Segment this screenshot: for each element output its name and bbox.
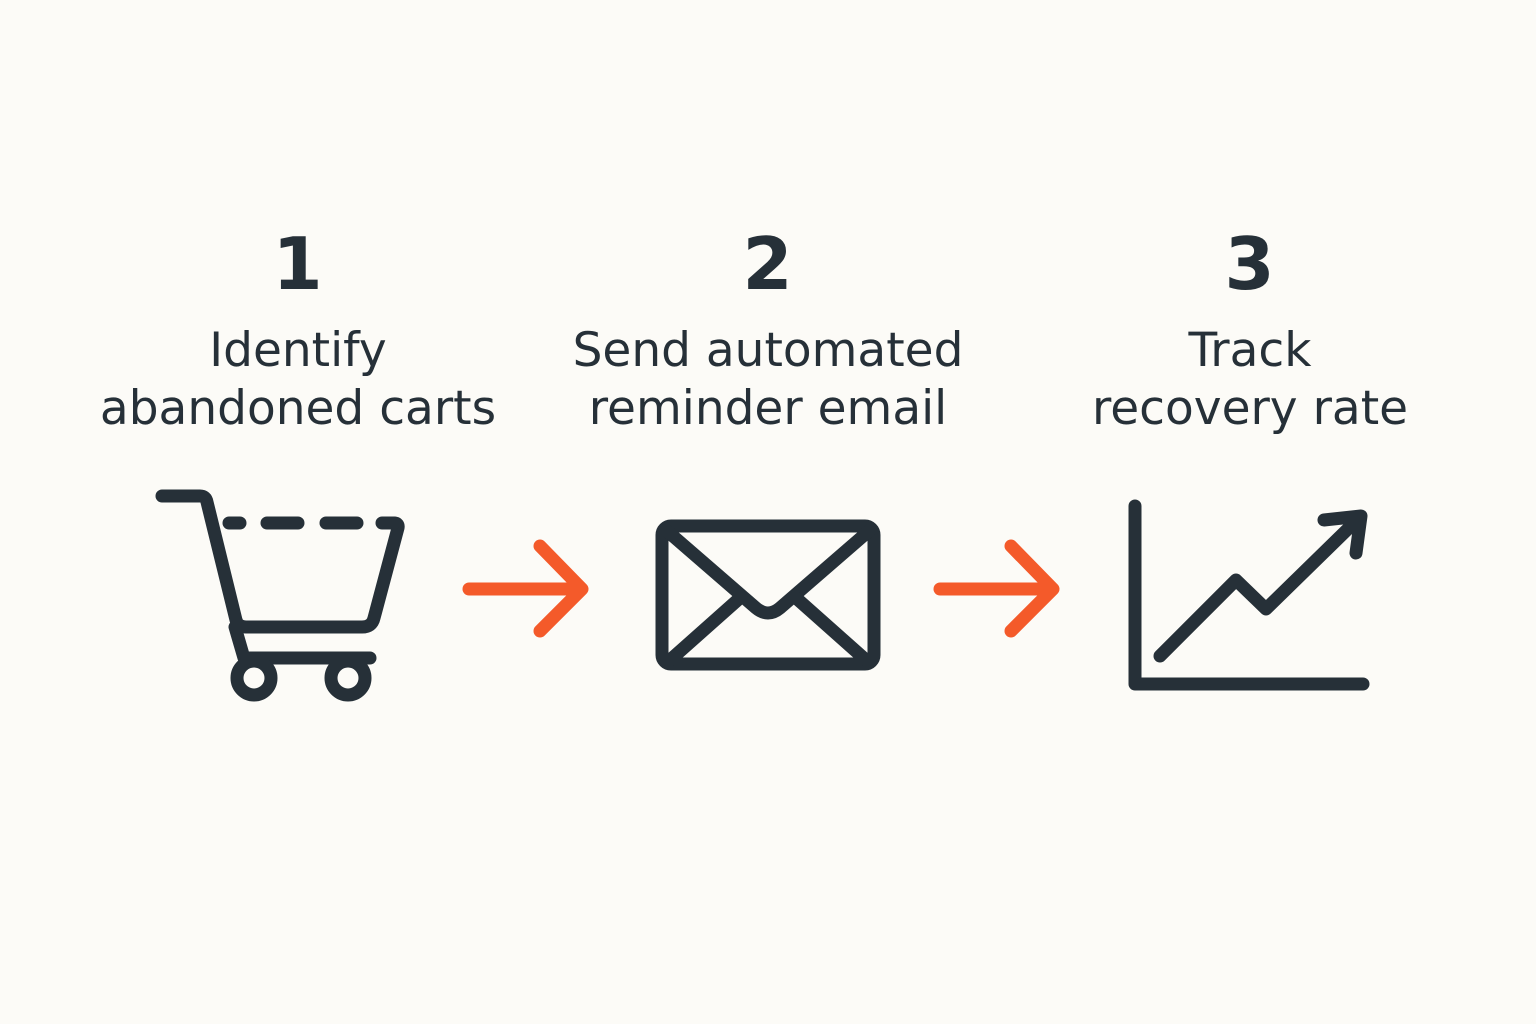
step-label-line: Track: [1188, 323, 1312, 378]
shopping-cart-icon: [155, 489, 405, 702]
step-label: Track recovery rate: [1010, 322, 1490, 438]
step-label-line: Send automated: [572, 323, 964, 378]
arrow-right-icon: [462, 539, 589, 638]
step-label: Send automated reminder email: [528, 322, 1008, 438]
step-label: Identify abandoned carts: [58, 322, 538, 438]
step-number: 1: [272, 222, 324, 306]
step-number: 3: [1224, 222, 1276, 306]
envelope-icon: [655, 519, 881, 671]
step-label-line: abandoned carts: [99, 381, 497, 436]
trend-up-chart-icon: [1128, 499, 1370, 691]
step-label-line: Identify: [209, 323, 387, 378]
arrow-right-icon: [933, 539, 1060, 638]
step-label-line: recovery rate: [1091, 381, 1409, 436]
step-label-line: reminder email: [588, 381, 948, 436]
step-number: 2: [742, 222, 794, 306]
